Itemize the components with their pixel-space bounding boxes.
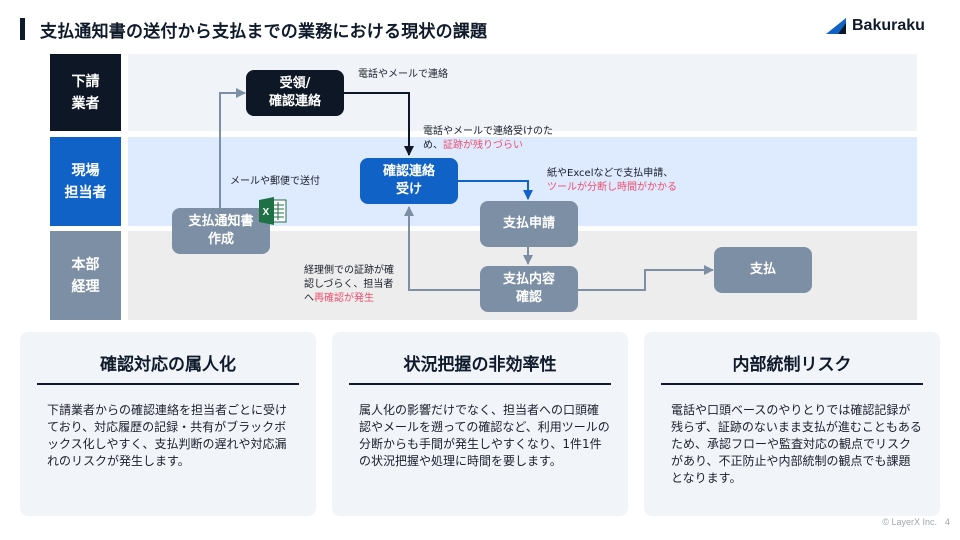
page-number: 4 [944, 517, 950, 527]
annotation-mail-post-send: メールや郵便で送付 [230, 176, 320, 187]
bakuraku-logo-icon [826, 18, 846, 34]
card-title: 確認対応の属人化 [100, 355, 236, 375]
footer: © LayerX Inc. 4 [874, 517, 950, 527]
card-divider [661, 383, 923, 385]
node-payment-request: 支払申請 [480, 201, 578, 247]
annotation-excel-request: 紙やExcelなどで支払申請、ツールが分断し時間がかかる [547, 167, 677, 195]
excel-file-icon: X [259, 197, 287, 225]
node-payment: 支払 [714, 247, 812, 293]
card-divider [37, 383, 299, 385]
card-body: 電話や口頭ベースのやりとりでは確認記録が残らず、証跡のないまま支払が進むこともあ… [671, 403, 922, 485]
annotation-recheck-highlight: 再確認が発生 [314, 293, 374, 304]
node-receive-confirm: 受領/ 確認連絡 [246, 70, 344, 116]
annotation-evidence-text: 電話やメールで連絡受けのた め、 [423, 126, 553, 151]
card-body: 下請業者からの確認連絡を担当者ごとに受けており、対応履歴の記録・共有がブラックボ… [47, 403, 288, 468]
issue-card-inefficiency: 状況把握の非効率性 属人化の影響だけでなく、担当者への口頭確認やメールを遡っての… [332, 332, 628, 516]
lane-label-subcontractor: 下請 業者 [50, 54, 121, 131]
annotation-excel-highlight: ツールが分断し時間がかかる [547, 182, 677, 193]
node-create-notice: 支払通知書 作成 [172, 208, 270, 254]
annotation-recheck: 経理側での証跡が確 認しづらく、担当者 へ再確認が発生 [304, 264, 394, 306]
issue-card-internal-control: 内部統制リスク 電話や口頭ベースのやりとりでは確認記録が残らず、証跡のないまま支… [644, 332, 940, 516]
issue-card-personalization: 確認対応の属人化 下請業者からの確認連絡を担当者ごとに受けており、対応履歴の記録… [20, 332, 316, 516]
brand-logo: Bakuraku [826, 17, 925, 35]
card-title: 内部統制リスク [732, 355, 852, 375]
svg-text:X: X [263, 207, 270, 218]
annotation-evidence: 電話やメールで連絡受けのた め、証跡が残りづらい [423, 125, 553, 153]
lane-label-field-staff: 現場 担当者 [50, 137, 121, 226]
copyright: © LayerX Inc. [882, 517, 937, 527]
annotation-evidence-highlight: 証跡が残りづらい [443, 140, 523, 151]
page-title: 支払通知書の送付から支払までの業務における現状の課題 [40, 22, 488, 42]
lane-label-accounting: 本部 経理 [50, 231, 121, 320]
card-divider [349, 383, 611, 385]
node-confirm-receive: 確認連絡 受け [360, 158, 458, 204]
annotation-phone-mail-contact: 電話やメールで連絡 [358, 69, 448, 80]
card-body: 属人化の影響だけでなく、担当者への口頭確認やメールを遡っての確認など、利用ツール… [359, 403, 610, 468]
card-title: 状況把握の非効率性 [403, 355, 557, 375]
brand-name: Bakuraku [852, 17, 925, 34]
annotation-recheck-text: 経理側での証跡が確 認しづらく、担当者 へ [304, 265, 394, 304]
annotation-excel-text: 紙やExcelなどで支払申請、 [547, 168, 674, 179]
title-accent-bar [20, 18, 25, 40]
node-content-check: 支払内容 確認 [480, 266, 578, 312]
